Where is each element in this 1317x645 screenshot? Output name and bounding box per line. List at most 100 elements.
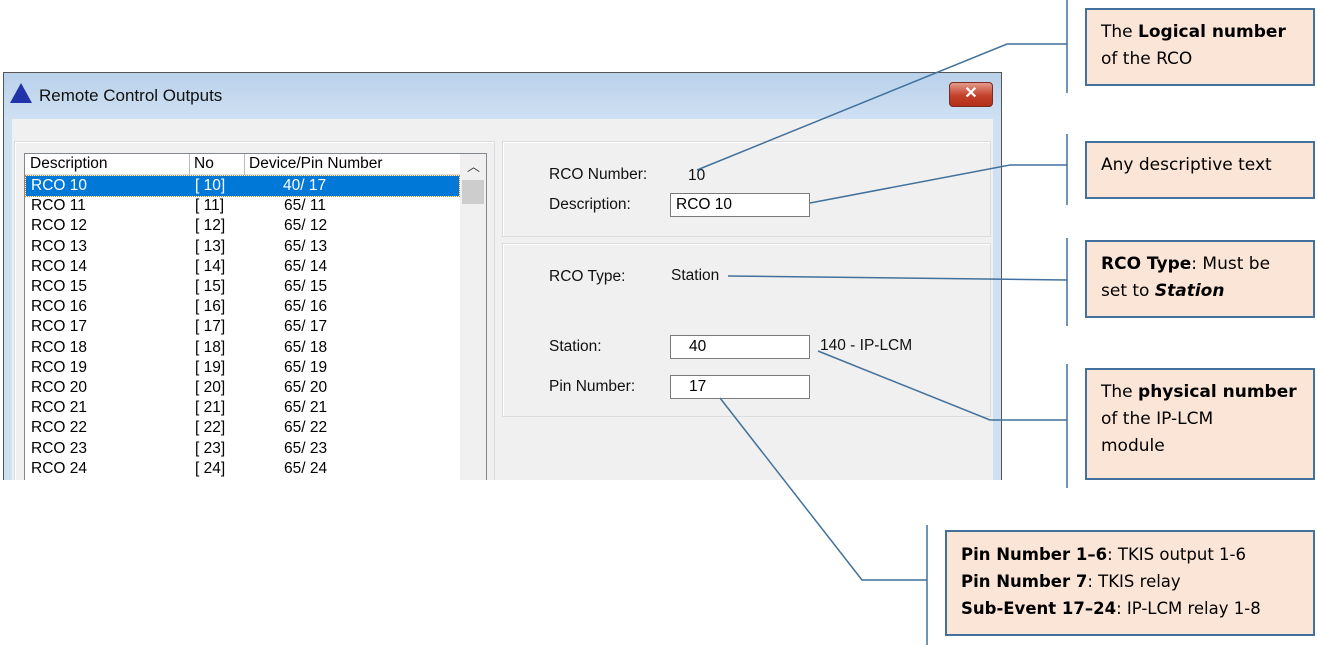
callout-bold: Pin Number 1–6 [961,545,1108,564]
row-no: [ 14] [195,257,226,275]
app-triangle-icon [10,83,32,103]
rco-list[interactable]: Description No Device/Pin Number RCO 10 [… [24,153,487,480]
list-row[interactable]: RCO 12[ 12]65/ 12 [26,216,459,236]
station-label: Station: [549,338,602,355]
remote-control-outputs-window: Remote Control Outputs ✕ Description No … [3,72,1002,480]
station-name: 140 - IP-LCM [820,337,913,354]
row-description: RCO 17 [31,318,87,336]
column-divider[interactable] [244,154,245,175]
row-description: RCO 18 [31,338,87,356]
callout-text: The [1101,22,1139,42]
column-header-no[interactable]: No [194,155,214,172]
list-scrollbar[interactable]: ︿ [460,154,486,480]
row-description: RCO 23 [31,439,87,457]
row-no: [ 11] [195,197,225,215]
list-row[interactable]: RCO 20 [ 20] 65/ 20 [26,378,459,398]
rco-type-group [502,243,991,417]
pin-number-input[interactable]: 17 [670,375,810,399]
row-device-pin: 65/ 12 [284,217,328,235]
row-no: [ 23] [195,439,226,457]
row-device-pin: 65/ 22 [284,419,328,437]
row-device-pin: 65/ 13 [284,237,328,255]
station-input[interactable]: 40 [670,335,810,359]
list-row[interactable]: RCO 23 [ 23] 65/ 23 [26,439,459,459]
list-row[interactable]: RCO 11 [ 11] 65/ 11 [26,196,459,216]
callout-text: module [1101,436,1165,456]
callout-bold: RCO Type [1101,254,1192,274]
row-description: RCO 20 [31,379,87,396]
row-description: RCO 14 [31,257,87,275]
row-device-pin: 65/ 24 [284,459,328,477]
rco-identity-group [502,141,991,237]
list-row[interactable]: RCO 14 [ 14] 65/ 14 [26,257,459,277]
row-no: [ 24] [195,459,226,477]
row-description: RCO 21 [31,399,87,417]
scroll-up-icon[interactable]: ︿ [467,159,481,174]
list-header: Description No Device/Pin Number [25,154,460,175]
callout-description: Any descriptive text [1085,141,1315,199]
list-row[interactable]: RCO 16[ 16]65/ 16 [26,297,459,317]
row-description: RCO 15 [31,278,87,295]
callout-text: of the RCO [1101,49,1193,69]
connector-station [817,350,1067,421]
column-header-device-pin[interactable]: Device/Pin Number [249,155,383,172]
row-description: RCO 13 [31,237,87,255]
list-row[interactable]: RCO 19 [ 19] 65/ 19 [26,358,459,378]
row-description: RCO 16 [31,298,87,316]
list-group [14,141,495,480]
row-description: RCO 11 [31,197,86,215]
window-title: Remote Control Outputs [39,86,223,105]
title-bar: Remote Control Outputs ✕ [4,73,1001,119]
callout-text: set to [1101,281,1155,301]
callout-text: Any descriptive text [1101,155,1272,175]
list-row[interactable]: RCO 24 [ 24] 65/ 24 [26,459,459,479]
close-icon: ✕ [964,85,978,102]
row-description: RCO 24 [31,459,87,477]
row-device-pin: 65/ 11 [284,197,326,215]
row-no: [ 21] [195,399,226,417]
row-no: [ 22] [195,419,226,437]
row-no: [ 10] [195,177,226,194]
list-row[interactable]: RCO 17 [ 17] 65/ 17 [26,317,459,337]
callout-text: of the IP-LCM [1101,409,1214,429]
row-device-pin: 65/ 14 [284,257,328,275]
list-row[interactable]: RCO 10[ 10]40/ 17 [25,175,460,197]
row-no: [ 15] [195,278,226,295]
row-description: RCO 19 [31,358,87,376]
row-no: [ 20] [195,379,226,396]
rco-type-value: Station [671,267,720,284]
row-description: RCO 22 [31,419,87,437]
list-row[interactable]: RCO 18 [ 18] 65/ 18 [26,338,459,358]
callout-text: : Must be [1191,254,1271,274]
pin-number-label: Pin Number: [549,378,636,395]
list-row[interactable]: RCO 13 [ 13] 65/ 13 [26,237,459,257]
list-row[interactable]: RCO 22 [ 22] 65/ 22 [26,418,459,438]
row-device-pin: 65/ 21 [284,399,328,417]
column-header-description[interactable]: Description [30,155,108,172]
connector-pin [719,397,927,581]
row-device-pin: 65/ 17 [284,318,328,336]
row-no: [ 18] [195,338,226,356]
callout-text: : TKIS output 1-6 [1107,545,1246,564]
row-device-pin: 65/ 19 [284,358,328,376]
row-device-pin: 65/ 23 [284,439,328,457]
scrollbar-thumb[interactable] [462,180,484,204]
connector-type [727,275,1068,281]
row-device-pin: 65/ 18 [284,338,328,356]
row-description: RCO 10 [31,177,87,194]
row-no: [ 17] [195,318,226,336]
close-button[interactable]: ✕ [949,82,993,107]
callout-bold: Logical number [1138,22,1286,42]
column-divider[interactable] [189,154,190,175]
callout-text: : TKIS relay [1087,572,1181,591]
description-input[interactable]: RCO 10 [670,193,810,217]
row-no: [ 19] [195,358,226,376]
list-row[interactable]: RCO 21 [ 21] 65/ 21 [26,398,459,418]
list-row[interactable]: RCO 15[ 15]65/ 15 [26,277,459,297]
row-no: [ 16] [195,298,226,316]
row-device-pin: 65/ 20 [284,379,328,396]
callout-pin-numbers: Pin Number 1–6: TKIS output 1-6 Pin Numb… [945,530,1315,636]
row-no: [ 13] [195,237,226,255]
